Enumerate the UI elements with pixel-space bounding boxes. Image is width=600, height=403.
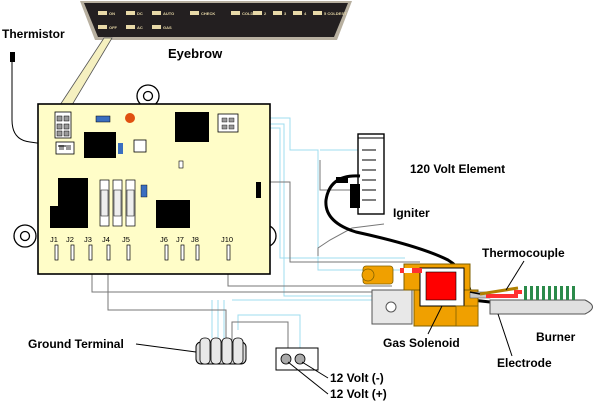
eyebrow-panel: ON DC AUTO CHECK COLD 1 2 3 4 5 COLDEST … <box>80 1 352 40</box>
connector-j2: J2 <box>66 235 74 244</box>
gas-solenoid-label: Gas Solenoid <box>383 336 460 350</box>
electrode-label: Electrode <box>497 356 552 370</box>
connector-j5: J5 <box>122 235 130 244</box>
board-cable-plug <box>256 182 261 198</box>
volt-neg-label: 12 Volt (-) <box>330 371 384 385</box>
connector-j1: J1 <box>50 235 58 244</box>
element-120v <box>336 133 385 215</box>
control-board <box>13 84 277 275</box>
thermistor-label: Thermistor <box>2 27 65 41</box>
eyebrow-cold-1: COLD 1 <box>242 11 257 16</box>
gas-valve <box>361 263 479 327</box>
volt-pos-label: 12 Volt (+) <box>330 387 387 401</box>
ground-terminal-leader <box>135 343 197 353</box>
connector-j4: J4 <box>102 235 110 244</box>
burner-label: Burner <box>536 330 576 344</box>
connector-j3: J3 <box>84 235 92 244</box>
igniter-label: Igniter <box>393 206 430 220</box>
eyebrow-btn-off: OFF <box>109 25 118 30</box>
element-120v-label: 120 Volt Element <box>410 162 505 176</box>
eyebrow-btn-auto: AUTO <box>163 11 174 16</box>
eyebrow-check: CHECK <box>201 11 215 16</box>
eyebrow-ribbon-cable <box>59 37 113 106</box>
thermocouple-leader <box>505 260 525 291</box>
eyebrow-cold-5: 5 COLDEST <box>324 11 347 16</box>
connector-j6: J6 <box>160 235 168 244</box>
burner-assembly <box>469 286 593 315</box>
gas-solenoid-leader <box>427 305 443 335</box>
terminal-12v <box>275 347 319 371</box>
connector-j8: J8 <box>191 235 199 244</box>
eyebrow-cold-2: 2 <box>264 11 267 16</box>
connector-j7: J7 <box>176 235 184 244</box>
eyebrow-btn-on: ON <box>109 11 115 16</box>
thermocouple-label: Thermocouple <box>482 246 565 260</box>
eyebrow-cold-3: 3 <box>284 11 287 16</box>
ground-terminal <box>195 337 247 365</box>
connector-j10: J10 <box>221 235 233 244</box>
ground-terminal-label: Ground Terminal <box>28 337 124 351</box>
eyebrow-cold-4: 4 <box>304 11 307 16</box>
eyebrow-btn-gas: GAS <box>163 25 172 30</box>
electrode-leader <box>497 313 513 357</box>
volt-pos-leader <box>287 361 329 395</box>
thermistor <box>10 52 59 147</box>
volt-neg-leader <box>301 361 329 379</box>
eyebrow-btn-dc: DC <box>137 11 143 16</box>
eyebrow-btn-ac: AC <box>137 25 143 30</box>
eyebrow-label: Eyebrow <box>168 46 223 61</box>
